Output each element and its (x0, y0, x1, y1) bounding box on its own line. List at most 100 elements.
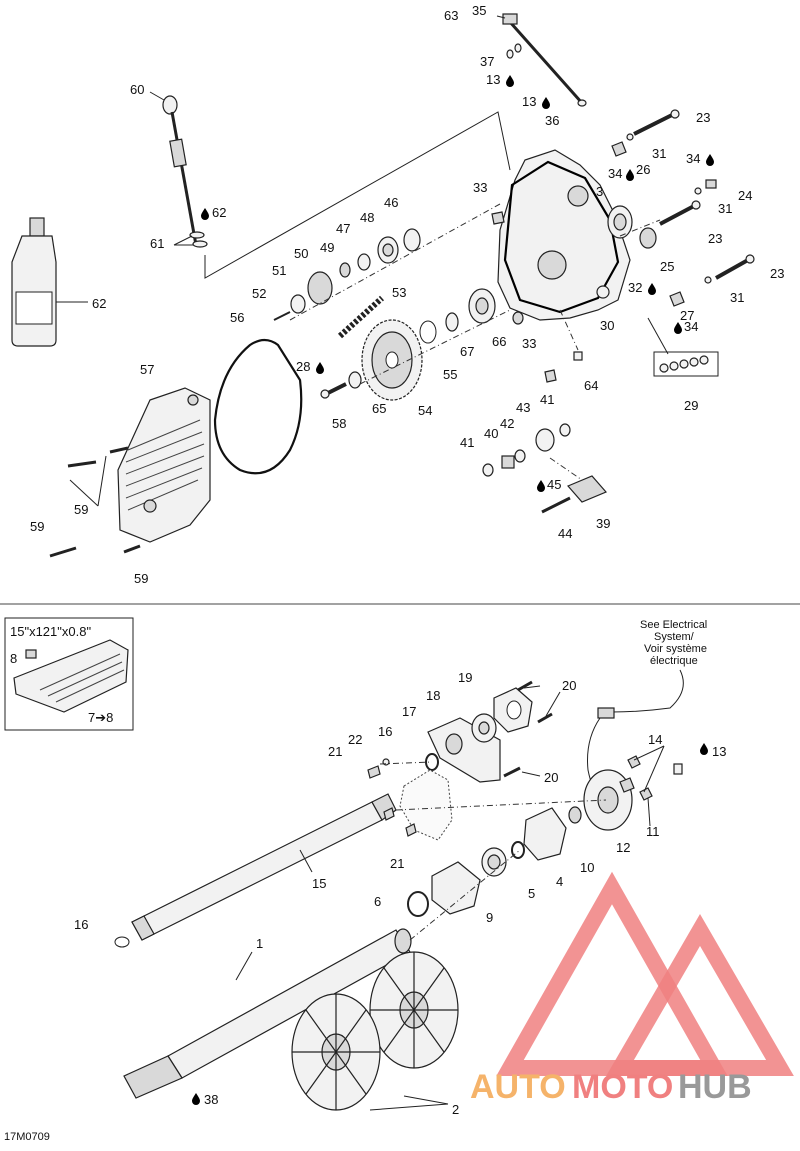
misc-small-parts (491, 211, 583, 383)
callout-62: 62 (92, 296, 106, 311)
track-dimensions: 15"x121"x0.8" (10, 624, 91, 639)
callout-7-8: 7➔8 (88, 710, 113, 725)
callout-56: 56 (230, 310, 244, 325)
callout-8: 8 (10, 651, 17, 666)
callout-27: 27 (680, 308, 694, 323)
callout-16-bottom: 16 (74, 917, 88, 932)
bottom-leaders (235, 685, 665, 981)
upper-shaft-bearings (339, 228, 421, 278)
lower-sprocket-fasteners (320, 371, 362, 399)
callout-49: 49 (320, 240, 334, 255)
note-line-4: électrique (650, 655, 698, 667)
callout-23-c: 23 (770, 266, 784, 281)
cover-gasket (213, 338, 303, 475)
bolts-23 (633, 109, 755, 280)
callout-33-b: 33 (522, 336, 536, 351)
callout-2: 2 (452, 1102, 459, 1117)
oil-drop-icon (648, 283, 656, 295)
callout-31-a: 31 (652, 146, 666, 161)
callout-52: 52 (252, 286, 266, 301)
callout-22: 22 (348, 732, 362, 747)
callout-21-b: 21 (390, 856, 404, 871)
callout-28: 28 (296, 359, 310, 374)
callout-26: 26 (636, 162, 650, 177)
oil-drop-icon (506, 75, 514, 87)
callout-10: 10 (580, 860, 594, 875)
drive-axle (123, 928, 412, 1099)
callout-59-b: 59 (30, 519, 44, 534)
callout-41-a: 41 (540, 392, 554, 407)
callout-33-top: 33 (473, 180, 487, 195)
drive-chain (337, 295, 385, 339)
bottom-dash-leaders (379, 761, 607, 941)
callout-17: 17 (402, 704, 416, 719)
watermark-logo: AUTO MOTO HUB (470, 871, 794, 1106)
callout-35: 35 (472, 3, 486, 18)
drive-sprockets (291, 951, 459, 1111)
chaincase-housing (497, 149, 631, 321)
callout-61: 61 (150, 236, 164, 251)
callout-4: 4 (556, 874, 563, 889)
callout-53: 53 (392, 285, 406, 300)
dipstick-leader (204, 111, 511, 279)
callout-47: 47 (336, 221, 350, 236)
callout-13-mid: 13 (522, 94, 536, 109)
bearing-3 (607, 205, 633, 239)
callouts-top: 63 35 37 13 13 36 60 62 61 62 33 3 23 31… (30, 3, 784, 586)
callout-13-bottom: 13 (712, 744, 726, 759)
callout-18: 18 (426, 688, 440, 703)
callout-24: 24 (738, 188, 752, 203)
callout-41-b: 41 (460, 435, 474, 450)
callout-67: 67 (460, 344, 474, 359)
callout-23-a: 23 (696, 110, 710, 125)
lower-shaft-bearings (419, 288, 496, 344)
o-rings (173, 231, 208, 248)
callout-65: 65 (372, 401, 386, 416)
callout-54: 54 (418, 403, 432, 418)
oil-drop-icon (537, 480, 545, 492)
callout-50: 50 (294, 246, 308, 261)
callout-40: 40 (484, 426, 498, 441)
chaincase-flange (399, 769, 453, 841)
callout-31-b: 31 (718, 201, 732, 216)
callout-63: 63 (444, 8, 458, 23)
callout-45: 45 (547, 477, 561, 492)
callout-43: 43 (516, 400, 530, 415)
oil-drop-icon (192, 1093, 200, 1105)
upper-sprocket (273, 271, 333, 321)
callout-66: 66 (492, 334, 506, 349)
callout-48: 48 (360, 210, 374, 225)
callout-9: 9 (486, 910, 493, 925)
nuts-and-washers (611, 133, 717, 307)
callout-20-a: 20 (562, 678, 576, 693)
callout-46: 46 (384, 195, 398, 210)
shims-29 (647, 317, 719, 377)
callout-38: 38 (204, 1092, 218, 1107)
note-line-3: Voir système (644, 643, 707, 655)
cover-bolts (49, 446, 141, 558)
callout-16-top: 16 (378, 724, 392, 739)
callout-1: 1 (256, 936, 263, 951)
callouts-bottom: 1 9 20 18 17 22 16 21 20 14 13 11 12 10 4… (4, 670, 726, 1143)
callout-58: 58 (332, 416, 346, 431)
callout-14: 14 (648, 732, 662, 747)
callout-30: 30 (600, 318, 614, 333)
callout-12: 12 (616, 840, 630, 855)
callout-20-b: 20 (544, 770, 558, 785)
oil-drop-icon (674, 322, 682, 334)
chaincase-cover (117, 387, 211, 543)
figure-code: 17M0709 (4, 1131, 50, 1143)
callout-62-drop: 62 (212, 205, 226, 220)
dipstick (149, 91, 198, 246)
callout-23-b: 23 (708, 231, 722, 246)
callout-29: 29 (684, 398, 698, 413)
callout-32: 32 (628, 280, 642, 295)
callout-34-b: 34 (686, 151, 700, 166)
upper-bearing-plate (425, 687, 533, 783)
oil-drop-icon (700, 743, 708, 755)
callout-57: 57 (140, 362, 154, 377)
callout-37: 37 (480, 54, 494, 69)
callout-11: 11 (646, 824, 660, 839)
